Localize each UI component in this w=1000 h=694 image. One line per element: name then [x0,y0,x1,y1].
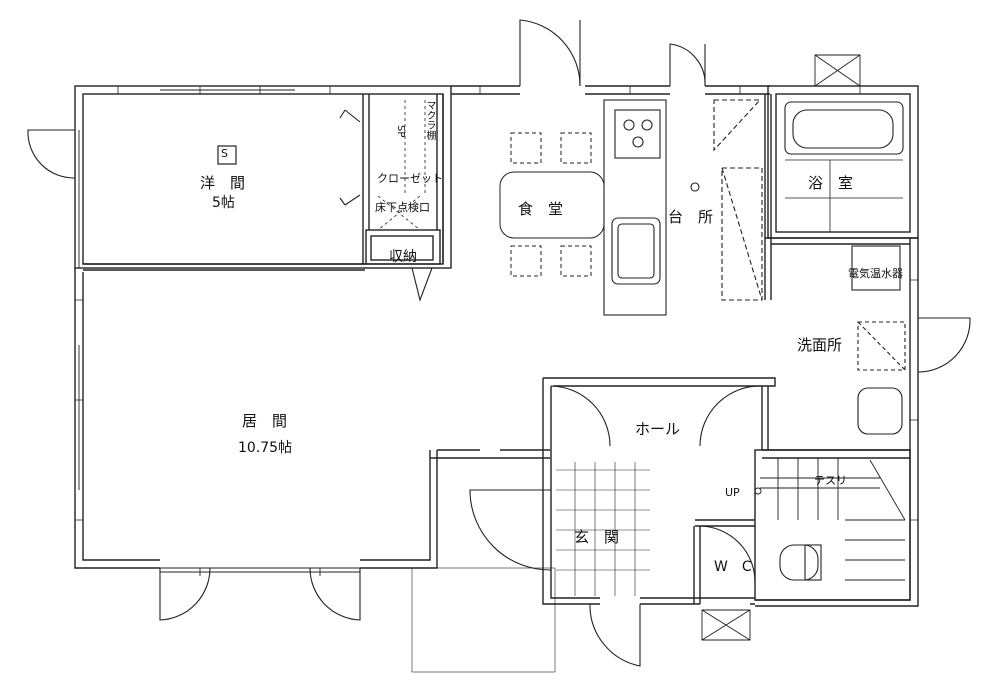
windows [74,54,861,641]
s-mark: S [221,147,228,160]
western-room-size: 5帖 [212,195,235,211]
handrail-label: テスリ [814,474,847,487]
entrance-label: 玄 関 [574,528,620,546]
kitchen-counter [603,99,763,316]
living-size: 10.75帖 [238,440,293,456]
closet-label: クローゼット [377,172,443,185]
bath-label: 浴 室 [808,174,854,192]
stair-up-label: UP [725,486,740,499]
s-mark-box [217,145,237,165]
dining-label: 食 堂 [518,200,564,218]
bath-fixtures [779,101,906,581]
exterior-walls [74,85,919,607]
wall-ticks [75,86,918,521]
storage-label: 収納 [389,249,417,265]
hall-label: ホール [635,420,681,438]
sp-label: SP [395,125,406,138]
pillow-shelf-label: マクラ棚 [424,100,435,140]
water-heater-label: 電気温水器 [848,267,903,280]
washroom-label: 洗面所 [797,336,843,354]
closet-hatch [377,100,426,231]
kitchen-label: 台 所 [668,208,714,226]
western-room-label: 洋 間 [200,174,246,192]
interior-walls [83,94,918,459]
doors [27,19,971,667]
entrance-tiles [411,462,650,673]
wc-label: W C [714,559,752,575]
stairs [754,458,906,581]
underfloor-hatch-label: 床下点検口 [375,201,430,214]
living-label: 居 間 [242,412,288,430]
